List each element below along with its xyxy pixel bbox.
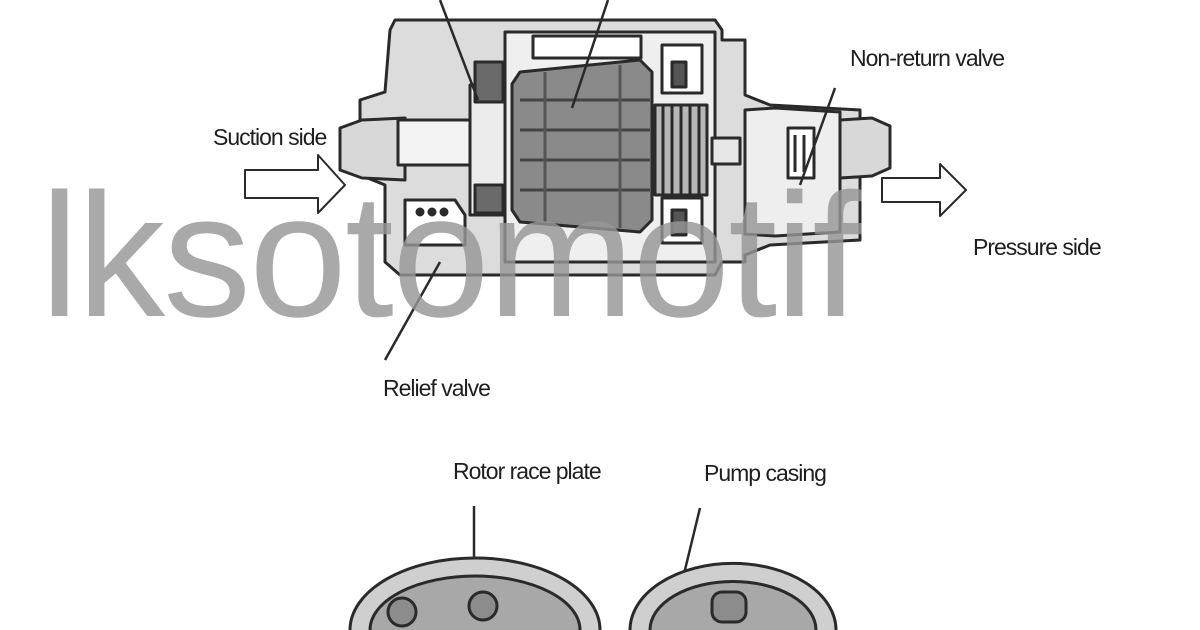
motor-magnet bbox=[531, 34, 643, 60]
rotor-roller-right bbox=[467, 590, 499, 622]
leader-line-non-return-valve bbox=[798, 87, 837, 186]
leader-line-relief-valve bbox=[383, 261, 442, 361]
leader-line-pump-casing bbox=[681, 507, 702, 579]
non-return-valve-label: Non-return valve bbox=[850, 45, 1005, 71]
relief-valve-label: Relief valve bbox=[383, 375, 491, 401]
pump-casing-boss bbox=[710, 590, 748, 624]
pressure-side-label: Pressure side bbox=[973, 234, 1102, 260]
non-return-valve-element bbox=[786, 126, 816, 180]
brush-bottom bbox=[670, 208, 688, 237]
suction-side-label: Suction side bbox=[213, 124, 327, 150]
leader-line-armature bbox=[570, 0, 610, 109]
suction-inlet bbox=[338, 116, 407, 182]
shaft-end bbox=[710, 136, 742, 166]
rotor-race-plate-label: Rotor race plate bbox=[453, 458, 602, 484]
brush-top bbox=[670, 60, 688, 89]
watermark-text: lksotomotif bbox=[40, 158, 861, 354]
pressure-arrow bbox=[881, 163, 967, 217]
suction-arrow bbox=[244, 154, 346, 214]
pump-casing-label: Pump casing bbox=[704, 460, 827, 486]
pressure-outlet bbox=[838, 116, 892, 180]
leader-line-top-left bbox=[438, 0, 480, 101]
pump-element-dark-lower bbox=[473, 183, 505, 215]
pump-element-dark bbox=[473, 60, 505, 104]
rotor-roller-left bbox=[386, 596, 418, 628]
